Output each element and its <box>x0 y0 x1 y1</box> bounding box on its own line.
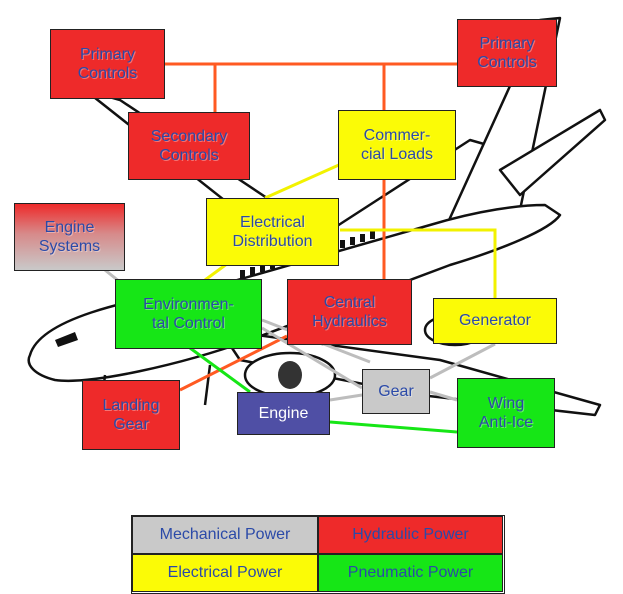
legend-pneumatic-power: Pneumatic Power <box>318 554 503 592</box>
legend-electrical-power: Electrical Power <box>132 554 318 592</box>
pneumatic-line <box>329 420 458 434</box>
landing-gear-node: Landing Gear <box>82 380 180 450</box>
mechanical-line <box>261 326 363 390</box>
hydraulic-line <box>179 334 288 392</box>
mechanical-line <box>329 393 363 402</box>
wing-anti-ice-node: Wing Anti-Ice <box>457 378 555 448</box>
legend-mechanical-power: Mechanical Power <box>132 516 318 554</box>
primary-controls-left-label: Primary Controls <box>77 45 138 82</box>
legend: Mechanical Power Hydraulic Power Electri… <box>131 515 505 594</box>
electrical-line <box>264 158 351 200</box>
central-hydraulics-node: Central Hydraulics <box>287 279 412 345</box>
landing-gear-label: Landing Gear <box>102 396 160 433</box>
engine-node: Engine <box>237 392 330 435</box>
generator-label: Generator <box>458 312 532 330</box>
environmental-control-label: Environmen- tal Control <box>143 295 234 332</box>
engine-systems-node: Engine Systems <box>14 203 125 271</box>
gear-label: Gear <box>378 382 414 400</box>
electrical-distribution-node: Electrical Distribution <box>206 198 339 266</box>
mechanical-line <box>429 390 458 402</box>
legend-electrical-label: Electrical Power <box>167 564 283 581</box>
gear-node: Gear <box>362 369 430 414</box>
primary-controls-left-node: Primary Controls <box>50 29 165 99</box>
commercial-loads-node: Commer- cial Loads <box>338 110 456 180</box>
central-hydraulics-label: Central Hydraulics <box>312 293 387 330</box>
primary-controls-right-label: Primary Controls <box>477 34 537 71</box>
generator-node: Generator <box>433 298 557 344</box>
electrical-distribution-label: Electrical Distribution <box>232 213 313 250</box>
secondary-controls-node: Secondary Controls <box>128 112 250 180</box>
engine-label: Engine <box>258 404 309 422</box>
electrical-line <box>340 228 497 298</box>
secondary-controls-label: Secondary Controls <box>150 127 228 164</box>
engine-systems-label: Engine Systems <box>38 218 101 255</box>
pneumatic-line <box>189 346 251 394</box>
primary-controls-right-node: Primary Controls <box>457 19 557 87</box>
legend-pneumatic-label: Pneumatic Power <box>347 564 474 581</box>
legend-hydraulic-power: Hydraulic Power <box>318 516 503 554</box>
commercial-loads-label: Commer- cial Loads <box>360 126 434 163</box>
legend-mechanical-label: Mechanical Power <box>159 526 291 543</box>
wing-anti-ice-label: Wing Anti-Ice <box>478 394 534 431</box>
legend-hydraulic-label: Hydraulic Power <box>352 526 469 543</box>
mechanical-line <box>429 342 496 380</box>
environmental-control-node: Environmen- tal Control <box>115 279 262 349</box>
